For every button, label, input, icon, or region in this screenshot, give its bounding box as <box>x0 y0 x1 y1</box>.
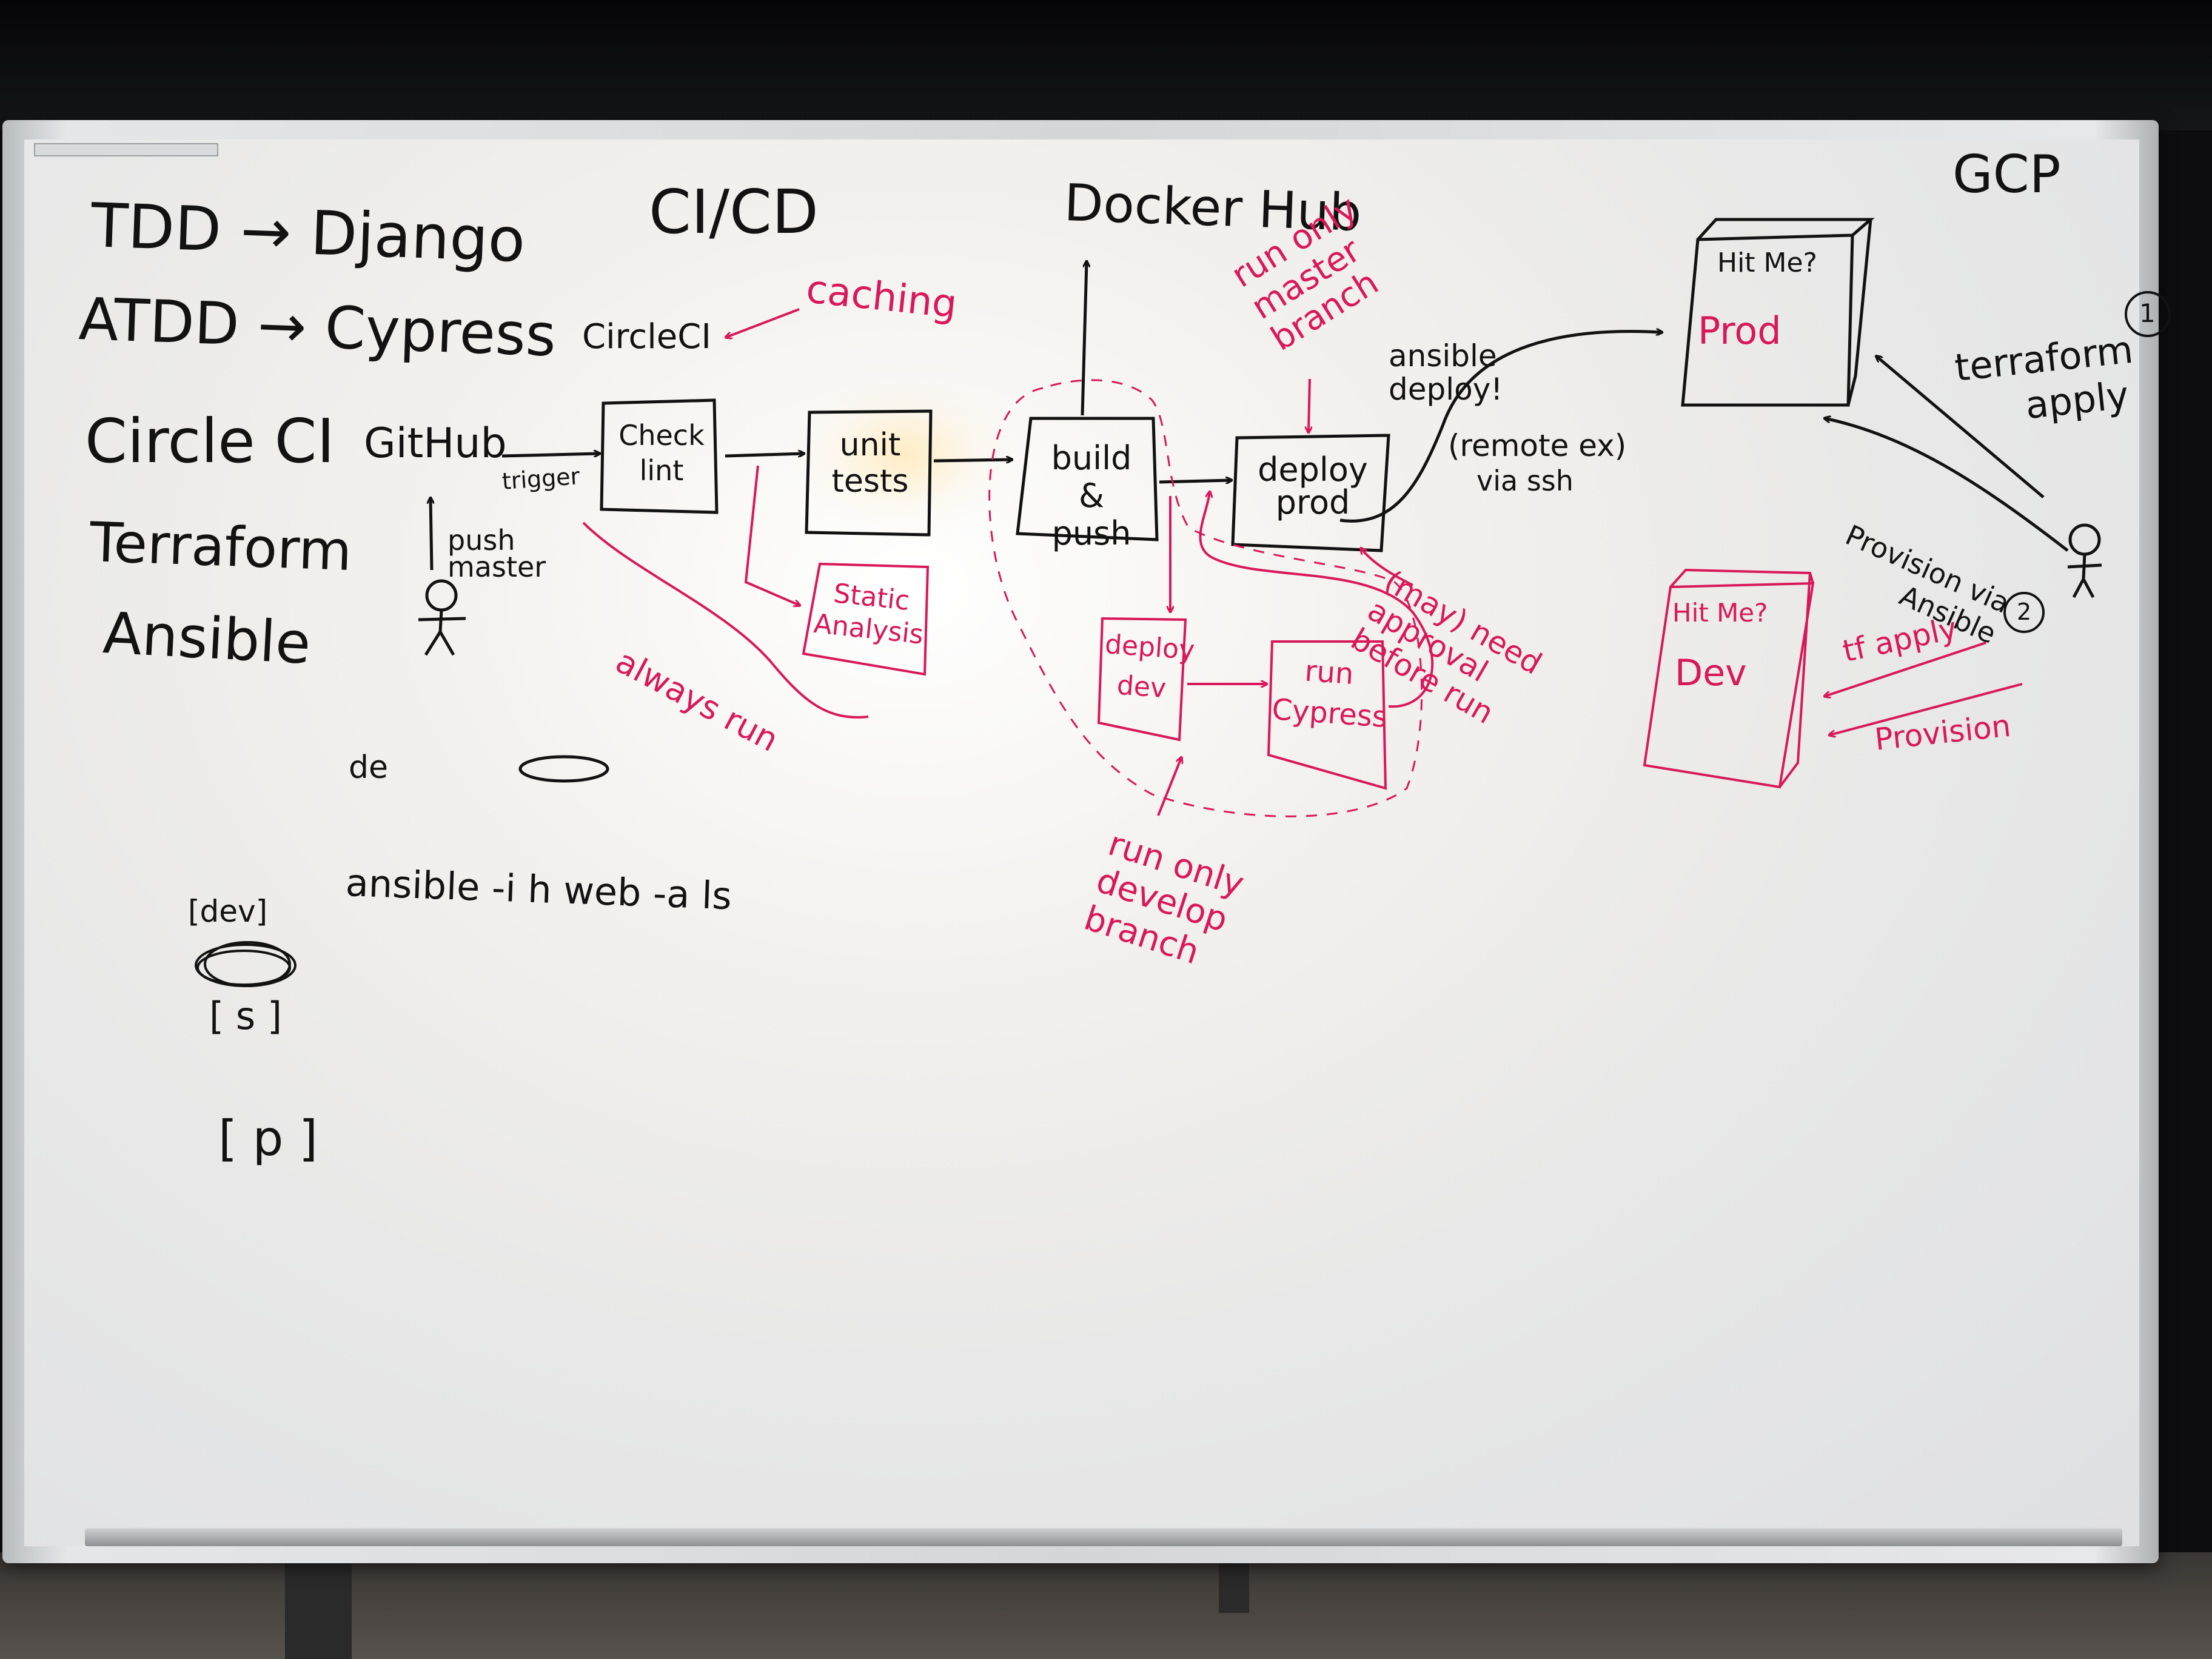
build-push-box <box>1016 417 1159 541</box>
deploy-dev-label: deploy dev <box>1104 629 1196 705</box>
terraform-line: Terraform <box>89 511 354 584</box>
unit-tests-box <box>805 409 933 537</box>
de-scribble: de <box>349 749 388 786</box>
terraform-apply-label: terraform apply <box>1952 327 2136 428</box>
via-ssh-label: via ssh <box>1476 464 1574 497</box>
circle-ci-line: Circle CI <box>85 406 335 477</box>
developer-stick-figure <box>418 579 466 656</box>
circleci-label: CircleCI <box>582 317 711 357</box>
remote-ex-label: (remote ex) <box>1448 428 1627 463</box>
check-lint-label: Check lint <box>618 419 705 487</box>
ansible-deploy-curve <box>1339 331 1661 523</box>
prod-server-box <box>1681 218 1875 407</box>
scribbled-circle <box>195 941 297 987</box>
push-arrow <box>431 498 432 571</box>
develop-branch-dashed-region <box>988 379 1423 817</box>
build-to-dockerhub-arrow <box>1081 262 1087 416</box>
build-to-prod-arrow <box>1159 480 1231 482</box>
step1-circle <box>2125 291 2171 337</box>
check-to-unit-arrow <box>725 454 803 458</box>
always-run-curve <box>582 521 869 719</box>
gcp-heading: GCP <box>1952 144 2061 205</box>
whiteboard-surface <box>24 139 2139 1546</box>
scribble-ellipse <box>518 755 609 783</box>
unit-tests-label: unit tests <box>831 427 909 500</box>
static-analysis-label: Static Analysis <box>812 578 925 651</box>
operator-stick-figure <box>2067 523 2102 598</box>
step1-number: 1 <box>2139 298 2156 328</box>
cypress-to-prod-loop <box>1199 492 1434 708</box>
deploy-prod-label: deploy prod <box>1258 451 1368 521</box>
trigger-arrow <box>501 454 599 458</box>
deploy-dev-box <box>1097 617 1187 742</box>
provision-dev-arrow <box>1830 683 2023 735</box>
tf-apply-arrow <box>1825 642 1986 696</box>
static-analysis-box <box>802 562 930 676</box>
s-bracket-scribble: [ s ] <box>209 994 283 1038</box>
ansible-deploy-label: ansible deploy! <box>1389 338 1503 407</box>
push-master-label: push master <box>447 524 546 583</box>
marker-tray <box>85 1528 2122 1546</box>
prod-server-title: Hit Me? <box>1717 247 1817 278</box>
tdd-django-line: TDD → Django <box>89 190 527 276</box>
trigger-label: trigger <box>501 463 581 495</box>
build-push-label: build & push <box>1051 439 1132 553</box>
terraform-apply-arrow <box>1877 357 2045 498</box>
ansible-line: Ansible <box>101 600 313 677</box>
stand-leg-left <box>285 1552 352 1659</box>
provision-arrow <box>1825 418 2069 552</box>
p-bracket-scribble: [ p ] <box>218 1110 318 1167</box>
prod-server-label: Prod <box>1698 309 1781 353</box>
approval-arrow <box>1361 549 1413 586</box>
caching-arrow <box>726 308 800 337</box>
develop-branch-arrow <box>1157 758 1181 816</box>
dev-server-title: Hit Me? <box>1672 598 1768 628</box>
manufacturer-label <box>34 143 218 156</box>
master-branch-arrow <box>1309 378 1310 432</box>
background-wall <box>0 0 2212 130</box>
atdd-cypress-line: ATDD → Cypress <box>78 285 557 370</box>
github-label: GitHub <box>364 420 507 468</box>
static-analysis-branch <box>744 465 799 605</box>
dev-server-label: Dev <box>1675 652 1747 694</box>
unit-to-build-arrow <box>933 460 1011 461</box>
deploy-prod-box <box>1231 434 1390 552</box>
run-cypress-box <box>1267 640 1387 790</box>
cicd-heading: CI/CD <box>649 176 819 247</box>
dev-bracket-scribble: [dev] <box>188 894 268 929</box>
floor <box>0 1552 2212 1659</box>
step2-number: 2 <box>2017 598 2032 625</box>
step2-circle <box>2003 592 2045 633</box>
dev-server-box <box>1643 568 1815 789</box>
light-glare <box>788 376 1019 534</box>
check-lint-box <box>600 398 719 514</box>
